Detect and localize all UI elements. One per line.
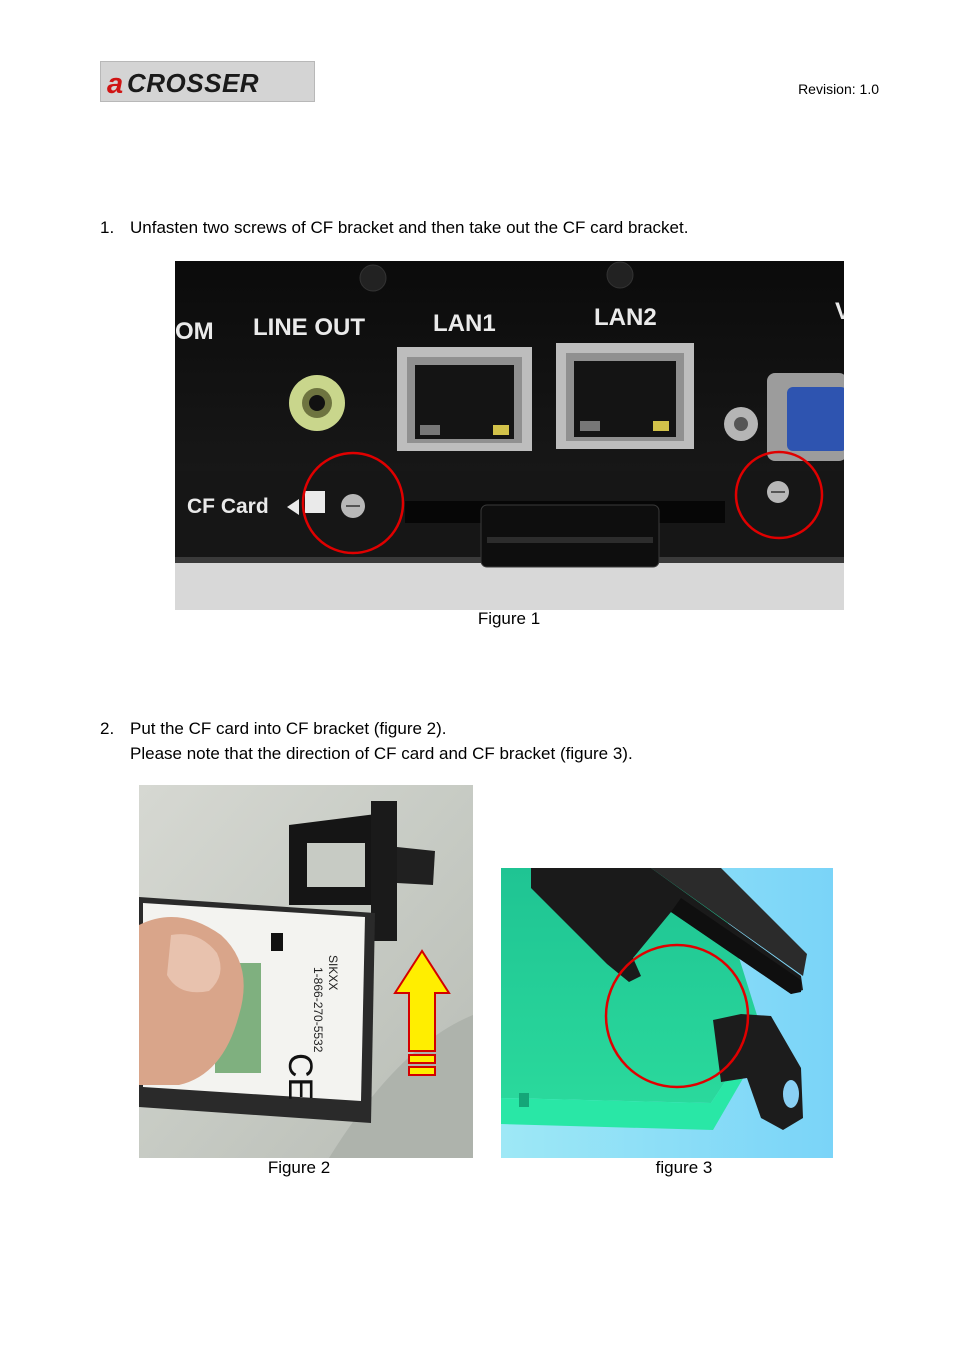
- step-text-line-1: Put the CF card into CF bracket (figure …: [130, 719, 447, 738]
- step-number: 1.: [100, 218, 115, 237]
- card-ce-mark: CE: [281, 1053, 319, 1100]
- label-line-out: LINE OUT: [253, 314, 365, 341]
- card-code: SIKXX: [326, 955, 340, 990]
- step-1: 1. Unfasten two screws of CF bracket and…: [100, 215, 860, 241]
- lan2-port: [556, 343, 694, 449]
- step-text: Unfasten two screws of CF bracket and th…: [130, 218, 689, 237]
- label-com: OM: [175, 318, 214, 345]
- highlight-circle-right: [734, 450, 824, 540]
- figure-2-photo: SIKXX 1-866-270-5532 CE: [139, 785, 473, 1158]
- insert-direction-arrow: [393, 949, 451, 1076]
- highlight-circle: [604, 943, 750, 1089]
- step-2: 2. Put the CF card into CF bracket (figu…: [100, 716, 860, 768]
- card-phone: 1-866-270-5532: [311, 967, 325, 1053]
- label-lan1: LAN1: [433, 310, 496, 337]
- figure-1-caption: Figure 1: [477, 609, 541, 628]
- label-cf-card: CF Card: [187, 495, 269, 518]
- label-lan2: LAN2: [594, 304, 657, 331]
- step-text-line-2: Please note that the direction of CF car…: [130, 744, 633, 763]
- lan1-port: [397, 347, 532, 451]
- logo-letter-a: a: [107, 68, 123, 100]
- logo-wordmark: CROSSER: [127, 68, 259, 98]
- figure-3-render: [501, 868, 833, 1158]
- step-number: 2.: [100, 719, 115, 738]
- figure-2-caption: Figure 2: [267, 1158, 331, 1177]
- figure-3-caption: figure 3: [655, 1158, 713, 1177]
- highlight-circle-left: [301, 451, 405, 555]
- acrosser-logo: a CROSSER: [100, 61, 315, 102]
- label-vga: V: [835, 298, 844, 325]
- figure-1-photo: OM LINE OUT LAN1 LAN2 V: [175, 261, 844, 610]
- revision-label: Revision: 1.0: [798, 81, 879, 97]
